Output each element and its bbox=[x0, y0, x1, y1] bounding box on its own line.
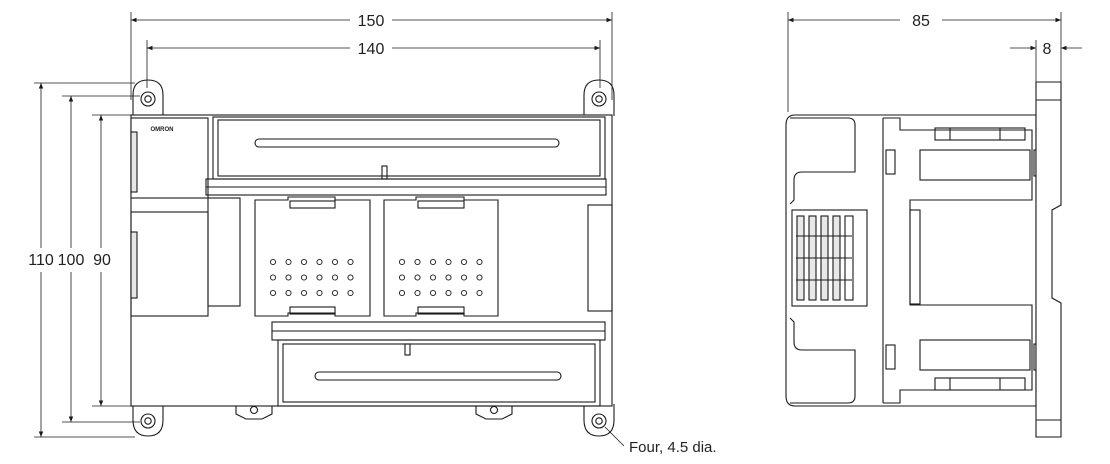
connector-pin bbox=[476, 289, 483, 297]
connector-pin bbox=[414, 274, 421, 281]
connector-pin bbox=[398, 274, 406, 281]
connector-pin bbox=[460, 258, 468, 266]
connector-pin bbox=[269, 289, 277, 297]
side-middle-slot bbox=[909, 209, 921, 305]
connector-pin bbox=[300, 274, 308, 281]
connector-pin bbox=[398, 289, 406, 297]
hole-note-leader bbox=[604, 426, 625, 447]
connector-pin bbox=[445, 274, 452, 281]
din-rail-clips bbox=[235, 405, 513, 420]
brand-logo: OMRON bbox=[151, 127, 174, 133]
connector-pin bbox=[398, 258, 406, 266]
connector-pin bbox=[347, 289, 354, 297]
mounting-hole-note: Four, 4.5 dia. bbox=[629, 439, 717, 456]
connector-pin-grid-left bbox=[269, 258, 354, 297]
left-indicator-panel bbox=[130, 117, 241, 317]
connector-pin bbox=[269, 258, 277, 266]
top-terminal-cover bbox=[205, 116, 607, 196]
side-view bbox=[785, 12, 1082, 438]
expansion-connector-right bbox=[383, 196, 499, 317]
connector-pin bbox=[285, 274, 292, 281]
front-view bbox=[34, 12, 625, 447]
connector-pin bbox=[300, 258, 308, 266]
connector-pin bbox=[429, 289, 437, 297]
side-front-cover-top bbox=[789, 117, 856, 205]
connector-pin bbox=[414, 289, 421, 297]
side-body-outline bbox=[785, 114, 1037, 407]
connector-pin bbox=[331, 258, 339, 266]
connector-pin bbox=[347, 274, 354, 281]
dim-mounting-pitch-width: 140 bbox=[358, 41, 385, 58]
side-connector-block bbox=[791, 209, 868, 307]
side-latch-bottom bbox=[885, 344, 896, 370]
connector-pin bbox=[414, 258, 421, 266]
dim-overall-height: 110 bbox=[28, 252, 54, 269]
side-dimension-lines bbox=[788, 17, 1082, 51]
connector-pin bbox=[460, 274, 468, 281]
dim-rail-offset: 8 bbox=[1043, 41, 1052, 58]
dim-body-height: 90 bbox=[93, 252, 111, 269]
connector-pin bbox=[316, 289, 323, 297]
dim-overall-width: 150 bbox=[358, 13, 385, 30]
dim-mounting-pitch-height: 100 bbox=[58, 252, 85, 269]
dim-depth: 85 bbox=[912, 13, 930, 30]
side-front-cover-bottom bbox=[789, 317, 856, 404]
dimension-lines bbox=[38, 17, 612, 437]
connector-pin bbox=[331, 289, 339, 297]
connector-pin bbox=[445, 289, 452, 297]
connector-pin bbox=[476, 258, 483, 266]
connector-pin bbox=[316, 274, 323, 281]
din-rail-profile bbox=[1035, 81, 1062, 438]
connector-pin bbox=[429, 274, 437, 281]
expansion-connector-left bbox=[254, 196, 371, 317]
connector-pin bbox=[460, 289, 468, 297]
connector-pin-grid-right bbox=[398, 258, 483, 297]
mounting-ears bbox=[132, 79, 615, 437]
connector-pin bbox=[285, 258, 292, 266]
bottom-terminal-cover bbox=[271, 321, 606, 407]
connector-pin bbox=[476, 274, 483, 281]
connector-pin bbox=[429, 258, 437, 266]
connector-pin bbox=[347, 258, 354, 266]
side-latch-top bbox=[885, 149, 896, 175]
right-side-slot bbox=[587, 204, 613, 312]
connector-pin bbox=[269, 274, 277, 281]
connector-pin bbox=[285, 289, 292, 297]
connector-pin bbox=[445, 258, 452, 266]
connector-pin bbox=[331, 274, 339, 281]
connector-pin bbox=[300, 289, 308, 297]
connector-pin bbox=[316, 258, 323, 266]
